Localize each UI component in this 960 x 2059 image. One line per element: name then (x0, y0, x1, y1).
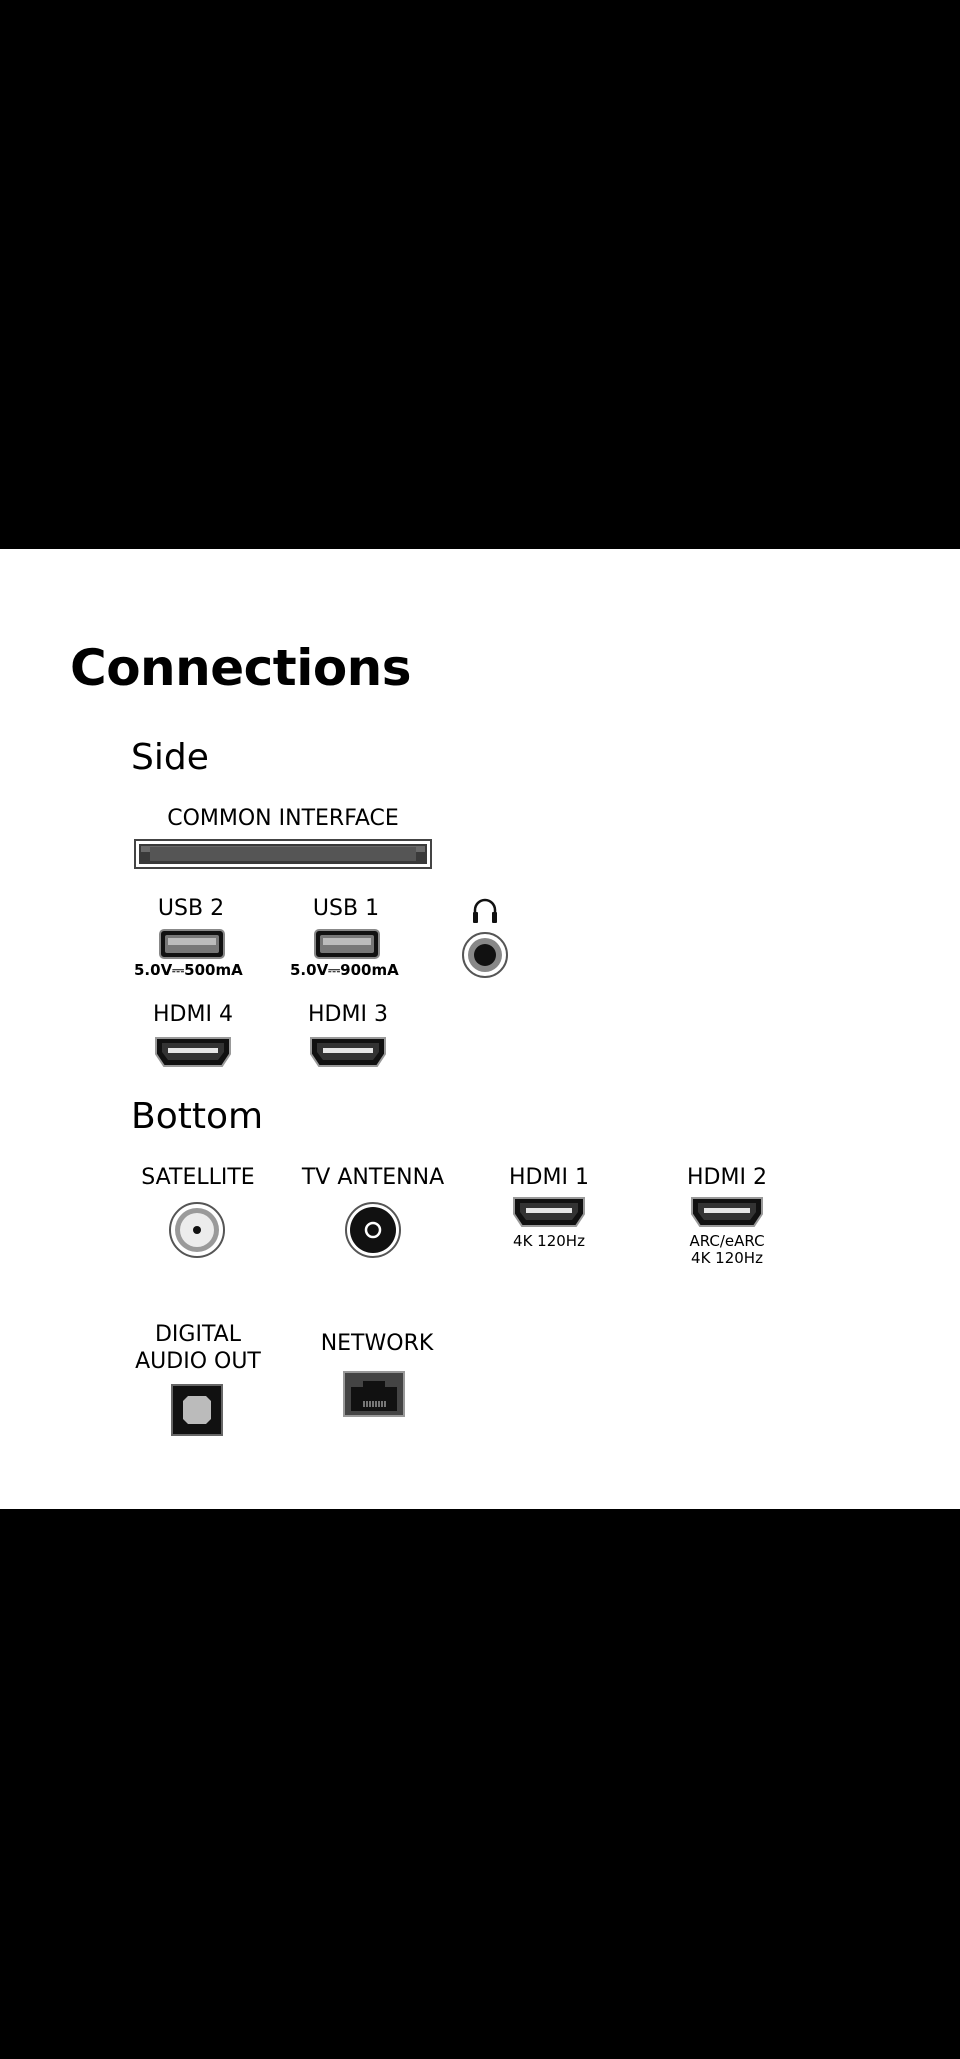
hdmi1-note: 4K 120Hz (513, 1232, 585, 1250)
satellite-connector-icon (169, 1202, 225, 1258)
usb1-spec: 5.0V⎓900mA (290, 961, 399, 979)
hdmi3-label: HDMI 3 (308, 1002, 388, 1027)
hdmi4-label: HDMI 4 (153, 1002, 233, 1027)
side-heading: Side (131, 737, 209, 778)
usb-port-icon (314, 929, 380, 959)
optical-port-icon (171, 1384, 223, 1436)
common-interface-label: COMMON INTERFACE (167, 806, 399, 831)
bottom-heading: Bottom (131, 1096, 264, 1137)
tv-antenna-connector-icon (345, 1202, 401, 1258)
hdmi2-label: HDMI 2 (687, 1165, 767, 1190)
tv-antenna-label: TV ANTENNA (301, 1165, 445, 1190)
usb1-label: USB 1 (312, 896, 380, 921)
ethernet-port-icon (343, 1371, 405, 1417)
hdmi-port-icon (155, 1037, 231, 1067)
hdmi1-label: HDMI 1 (509, 1165, 589, 1190)
hdmi-port-icon (513, 1197, 585, 1227)
satellite-label: SATELLITE (141, 1165, 255, 1190)
hdmi-port-icon (310, 1037, 386, 1067)
hdmi2-note-line1: ARC/eARC (689, 1232, 765, 1250)
common-interface-slot-icon (134, 839, 432, 869)
usb-port-icon (159, 929, 225, 959)
hdmi2-note-line2: 4K 120Hz (691, 1249, 763, 1267)
content-panel (0, 549, 960, 1509)
digital-audio-out-label-line2: AUDIO OUT (135, 1349, 261, 1374)
page-title: Connections (70, 639, 412, 697)
headphone-jack-icon (462, 932, 508, 978)
headphones-icon (473, 898, 497, 923)
digital-audio-out-label-line1: DIGITAL (154, 1322, 241, 1347)
usb2-spec: 5.0V⎓500mA (134, 961, 243, 979)
usb2-label: USB 2 (157, 896, 225, 921)
hdmi-port-icon (691, 1197, 763, 1227)
network-label: NETWORK (320, 1331, 434, 1356)
